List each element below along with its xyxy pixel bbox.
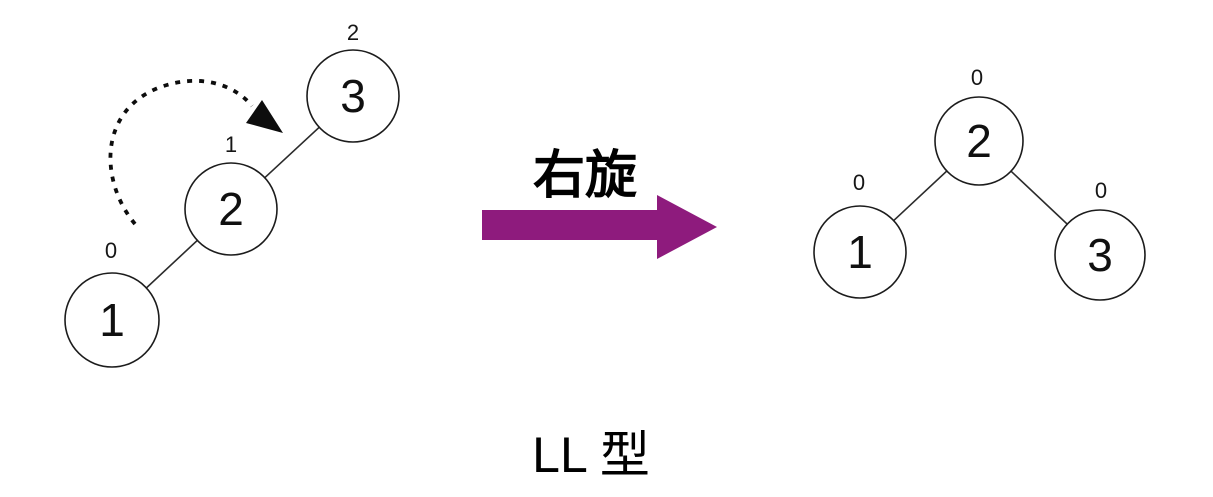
operation-label: 右旋: [533, 147, 637, 205]
before-node-3-value: 3: [340, 70, 366, 122]
before-tree: 1 0 2 1 3 2: [64, 20, 400, 368]
after-node-3-value: 3: [1087, 229, 1113, 281]
right-arrow-icon: [482, 195, 717, 259]
after-node-1-balance-factor: 0: [853, 170, 865, 195]
rotation-arrowhead-icon: [246, 100, 283, 133]
after-node-1-value: 1: [847, 226, 873, 278]
before-node-1-balance-factor: 0: [105, 238, 117, 263]
after-tree: 2 0 1 0 3 0: [813, 65, 1146, 301]
before-node-3-circle-unbalanced: [306, 49, 400, 143]
figure-caption: LL 型: [532, 427, 650, 483]
after-node-2-balance-factor: 0: [971, 65, 983, 90]
before-node-1-circle: [64, 272, 160, 368]
after-node-1-circle: [813, 205, 907, 299]
before-node-3-balance-factor: 2: [347, 20, 359, 45]
before-node-1-value: 1: [99, 294, 125, 346]
after-node-3-balance-factor: 0: [1095, 178, 1107, 203]
before-node-2-balance-factor: 1: [225, 132, 237, 157]
operation-indicator: 右旋: [482, 147, 717, 259]
before-node-2-value: 2: [218, 183, 244, 235]
after-node-2-value: 2: [966, 115, 992, 167]
after-node-2-circle: [934, 96, 1024, 186]
after-node-3-circle-rebalanced: [1054, 209, 1146, 301]
before-node-2-circle: [184, 162, 278, 256]
